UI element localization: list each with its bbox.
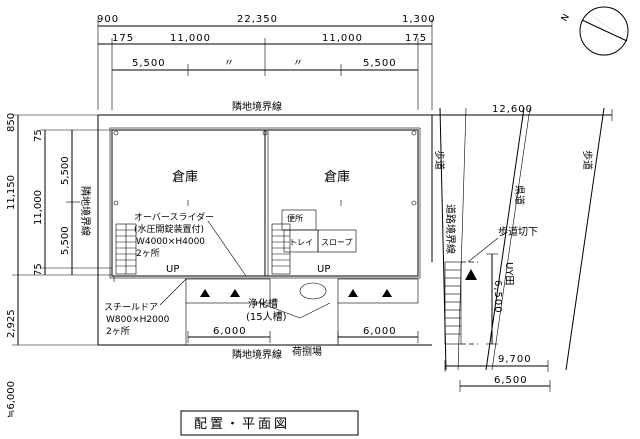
label-septic-1: 浄化槽 (248, 297, 278, 310)
label-septic-2: (15人槽) (246, 310, 287, 323)
label-road-boundary: 道路境界線 (444, 204, 457, 254)
dim-left-75a: 75 (33, 129, 44, 142)
label-steel-door-1: スチールドア (104, 302, 158, 313)
dim-driveway-lower: 6,500 (494, 375, 528, 386)
dim-third-ditto1: 〃 (224, 58, 235, 69)
dim-left-top: 850 (6, 113, 17, 132)
dim-driveway-bottom: 9,700 (498, 354, 532, 365)
svg-text:N: N (560, 13, 572, 24)
unloading-yard: 6,000 6,000 浄化槽 (15人槽) 荷捌場 (113, 276, 419, 358)
dim-left-5500b: 5,500 (60, 226, 71, 255)
label-sidewalk-2: 歩道 (581, 150, 594, 170)
dim-second-left: 175 (112, 33, 134, 44)
label-boundary-bottom: 隣地境界線 (232, 348, 282, 361)
dim-left-2925: 2,925 (6, 309, 17, 338)
dim-left-5500a: 5,500 (60, 156, 71, 185)
steel-door-note: スチールドア W800×H2000 2ヶ所 (104, 278, 187, 337)
label-unloading: 荷捌場 (292, 345, 322, 358)
label-warehouse-left: 倉庫 (172, 170, 198, 185)
dim-top-total: 22,350 (237, 14, 278, 25)
dim-left-6000: ≒6,000 (6, 381, 17, 418)
dim-third-right: 5,500 (363, 58, 397, 69)
label-shutter-3: W4000×H4000 (136, 237, 205, 247)
label-yy: UY田 (503, 262, 514, 285)
dim-cut-width: 6,500 (492, 280, 503, 314)
dim-second-mid1: 11,000 (170, 33, 211, 44)
title-text: 配置・平面図 (194, 417, 290, 432)
dim-top-right: 1,300 (402, 14, 436, 25)
label-sidewalk-cut: 歩道切下 (498, 225, 538, 238)
dim-second-right: 175 (405, 33, 427, 44)
label-up-right: UP (317, 264, 330, 275)
label-sidewalk-1: 歩道 (433, 150, 446, 170)
dim-parking-right: 6,000 (363, 326, 397, 337)
label-steel-door-3: 2ヶ所 (106, 326, 130, 337)
label-shutter-2: (水圧開錠装置付) (134, 223, 204, 235)
north-arrow-icon: N (560, 6, 629, 56)
shutter-note: オーバースライダー (水圧開錠装置付) W4000×H4000 2ヶ所 (134, 211, 247, 277)
dim-left-11000: 11,000 (33, 190, 44, 225)
dim-left-75b: 75 (33, 263, 44, 276)
site-boundary: 隣地境界線 隣地境界線 隣地境界線 (79, 100, 433, 361)
septic-tank-icon (299, 282, 327, 300)
label-toilet: トレイ (289, 238, 313, 247)
label-restroom: 便所 (287, 213, 303, 223)
entrance-arrow-icon (465, 269, 477, 280)
label-prefectural-road: 県道 (513, 185, 526, 205)
dim-parking-left: 6,000 (213, 326, 247, 337)
label-slope: スロープ (321, 238, 353, 247)
label-boundary-top: 隣地境界線 (232, 100, 282, 113)
label-up-left: UP (166, 264, 179, 275)
label-steel-door-2: W800×H2000 (106, 315, 170, 325)
drawing-title: 配置・平面図 (180, 410, 359, 436)
dim-road-width: 12,600 (492, 104, 533, 115)
label-warehouse-right: 倉庫 (324, 170, 350, 185)
top-dimensions: 900 22,350 1,300 175 11,000 11,000 175 5… (97, 14, 436, 110)
dim-second-mid2: 11,000 (322, 33, 363, 44)
dim-third-left: 5,500 (132, 58, 166, 69)
warehouse-building: 倉庫 倉庫 UP UP 便所 トレイ スロープ (109, 127, 421, 279)
label-shutter-1: オーバースライダー (134, 211, 214, 223)
dim-third-ditto2: 〃 (293, 58, 304, 69)
label-boundary-left: 隣地境界線 (79, 186, 92, 236)
road-area: 12,600 歩道 歩道 県道 道路境界線 歩道切下 UY田 6,500 9,7… (432, 104, 613, 392)
label-shutter-4: 2ヶ所 (136, 248, 160, 259)
dim-left-total: 11,150 (6, 175, 17, 210)
dim-top-left: 900 (97, 14, 119, 25)
left-dimensions: 850 11,150 75 11,000 5,500 5,500 75 2,92… (6, 113, 112, 418)
